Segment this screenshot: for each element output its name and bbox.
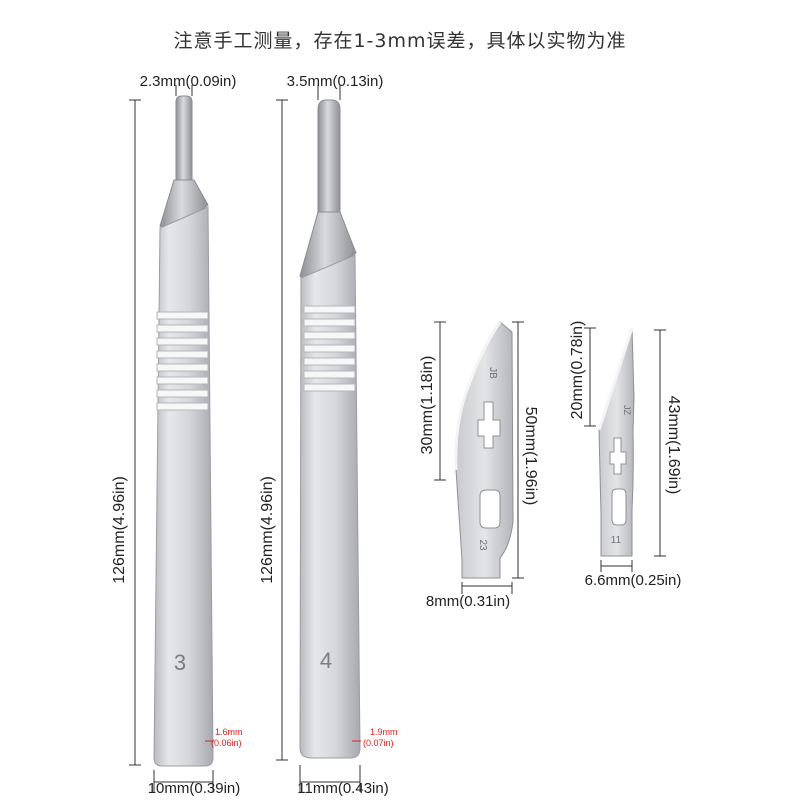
blade23-cutting-edge-label: 30mm(1.18in) bbox=[419, 356, 436, 455]
handle3-body bbox=[153, 206, 214, 767]
blade11-dimensions bbox=[584, 327, 666, 572]
handle3-dimensions bbox=[129, 85, 214, 792]
handle4-tip-width-label: 3.5mm(0.13in) bbox=[287, 73, 384, 90]
blade23-edge bbox=[454, 321, 502, 471]
handle4-length-label: 126mm(4.96in) bbox=[259, 476, 276, 584]
handle3-thickness-mm: 1.6mm bbox=[215, 727, 243, 737]
handle3-number: 3 bbox=[174, 650, 186, 675]
handle4-thickness: 1.9mm (0.07in) bbox=[352, 727, 398, 748]
blade11-number: 11 bbox=[611, 535, 622, 546]
blade11-brand: JZ bbox=[622, 405, 632, 416]
blade11-edge bbox=[597, 327, 634, 431]
blade11-cutting-edge-label: 20mm(0.78in) bbox=[569, 321, 586, 420]
blade-no23: JB 23 bbox=[454, 321, 514, 579]
blade23-number: 23 bbox=[477, 539, 488, 551]
handle3-thickness: 1.6mm (0.06in) bbox=[205, 727, 243, 748]
handle3-length-label: 126mm(4.96in) bbox=[111, 476, 128, 584]
handle3-width-label: 10mm(0.39in) bbox=[148, 780, 241, 797]
handle4-tip bbox=[317, 99, 341, 213]
handle4-thickness-mm: 1.9mm bbox=[370, 727, 398, 737]
handle4-width-label: 11mm(0.43in) bbox=[297, 780, 388, 797]
handle3-thickness-in: (0.06in) bbox=[211, 738, 242, 748]
measurement-disclaimer: 注意手工测量，存在1-3mm误差，具体以实物为准 bbox=[173, 30, 627, 52]
handle4-number: 4 bbox=[320, 648, 332, 673]
blade11-slot bbox=[609, 437, 627, 475]
blade23-slot-lower bbox=[479, 489, 501, 529]
handle4-dimensions bbox=[276, 85, 361, 792]
handle3-tip-width-label: 2.3mm(0.09in) bbox=[140, 73, 237, 90]
blade23-length-label: 50mm(1.96in) bbox=[522, 407, 539, 506]
blade11-width-label: 6.6mm(0.25in) bbox=[585, 572, 682, 589]
handle3-grip bbox=[156, 311, 209, 411]
handle-no3: 3 bbox=[153, 95, 214, 767]
blade23-width-label: 8mm(0.31in) bbox=[426, 593, 510, 610]
handle-no4: 4 bbox=[299, 99, 361, 759]
handle4-body bbox=[299, 254, 361, 759]
handle4-thickness-in: (0.07in) bbox=[363, 738, 394, 748]
blade23-slot bbox=[477, 401, 501, 449]
handle3-tip bbox=[175, 95, 193, 181]
blade11-length-label: 43mm(1.69in) bbox=[665, 396, 682, 495]
blade-no11: JZ 11 bbox=[597, 327, 635, 557]
blade23-dimensions bbox=[434, 321, 524, 594]
blade23-brand: JB bbox=[487, 367, 498, 379]
handle4-grip bbox=[303, 305, 356, 392]
blade11-slot-lower bbox=[611, 488, 627, 526]
